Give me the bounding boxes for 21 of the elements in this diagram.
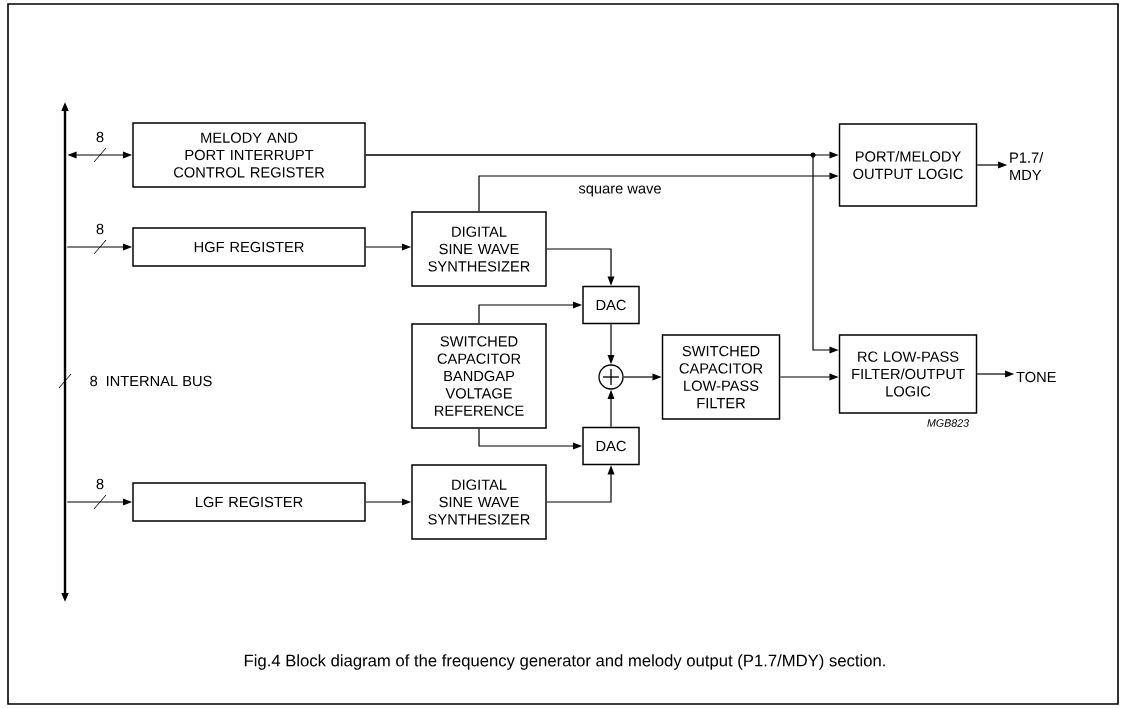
register-box: LGF REGISTER: [132, 482, 366, 522]
output-label: TONE: [1016, 371, 1056, 383]
synthesizer-box: DIGITAL SINE WAVE SYNTHESIZER: [411, 211, 547, 287]
reference-box: SWITCHED CAPACITOR BANDGAP VOLTAGE REFERENCE: [411, 323, 547, 429]
output-pin-label: P1.7/ MDY: [1010, 152, 1044, 180]
edge-label: 8: [96, 478, 104, 490]
dac-box: DAC: [582, 285, 640, 325]
bus-label: INTERNAL BUS: [106, 375, 212, 387]
caption: Fig.4 Block diagram of the frequency generator and melody output (P1.7/MDY) section.: [244, 654, 885, 670]
register-box: MELODY AND PORT INTERRUPT CONTROL REGISTER: [132, 122, 366, 188]
summing-junction: [598, 364, 624, 390]
edge-label: square wave: [578, 185, 661, 197]
logic-box: PORT/MELODY OUTPUT LOGIC: [838, 123, 978, 207]
filter-box: SWITCHED CAPACITOR LOW-PASS FILTER: [661, 334, 781, 420]
dac-box: DAC: [582, 426, 640, 466]
logic-box: RC LOW-PASS FILTER/OUTPUT LOGIC: [838, 334, 978, 414]
register-box: HGF REGISTER: [132, 227, 366, 267]
edge-label: 8: [96, 131, 104, 143]
bus-width-label: 8: [90, 375, 98, 387]
edge-label: 8: [96, 223, 104, 235]
synthesizer-box: DIGITAL SINE WAVE SYNTHESIZER: [411, 464, 547, 540]
